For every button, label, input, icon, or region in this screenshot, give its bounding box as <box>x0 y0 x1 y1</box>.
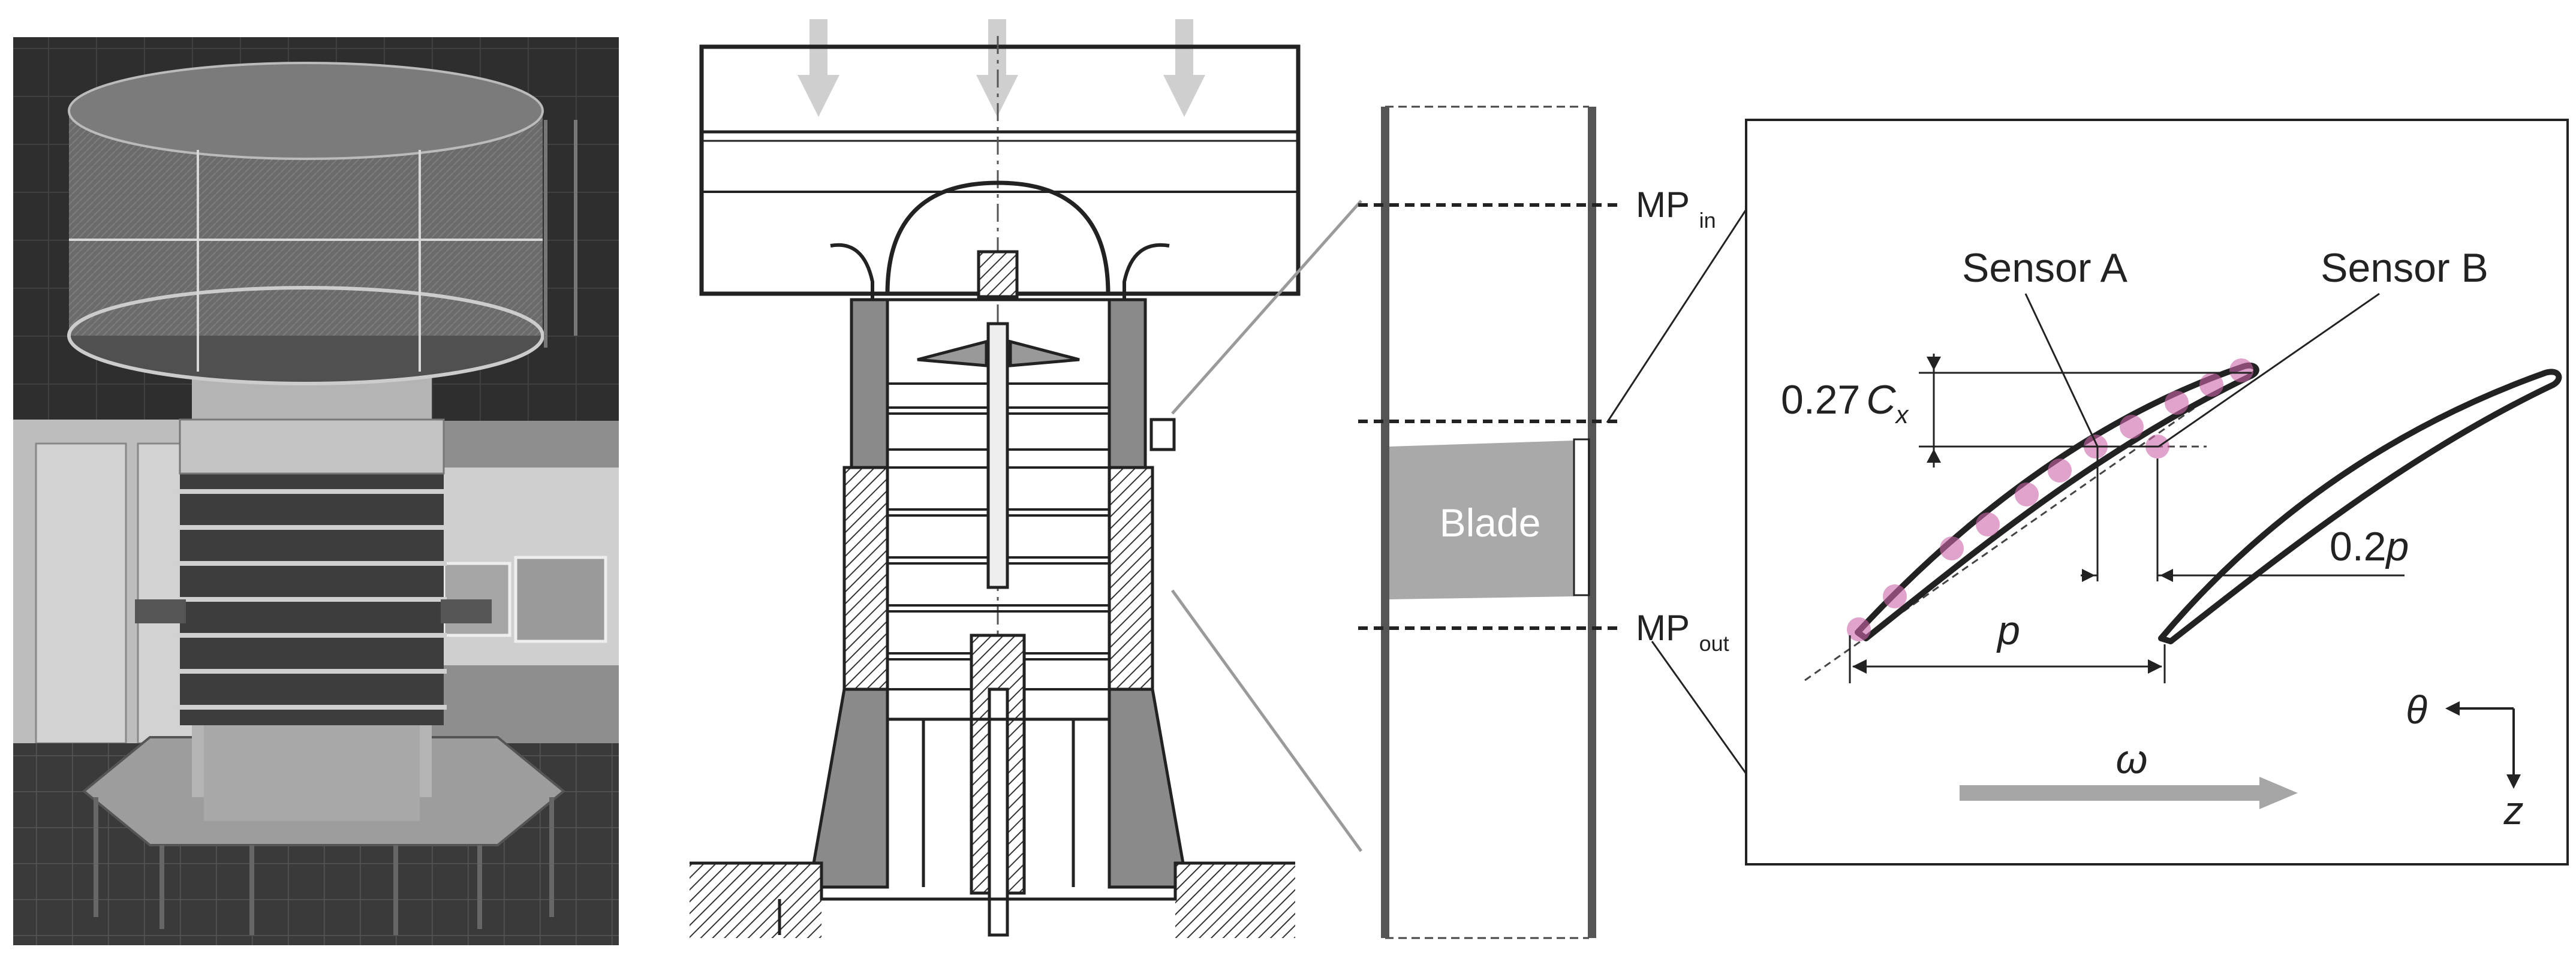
sensor-a-leader <box>2024 293 2099 447</box>
chord-offset-sub: x <box>1894 400 1909 429</box>
z-arrowhead <box>2506 774 2521 789</box>
rotation-arrow <box>1960 777 2298 809</box>
sensor-marker <box>1976 512 2000 536</box>
zoom-lines-2 <box>1606 206 1749 777</box>
sensor-marker <box>1883 584 1907 608</box>
zoom-lines-1 <box>1170 200 1363 852</box>
mp-in-label: MP in <box>1636 185 1716 233</box>
sensor-marker <box>2165 391 2189 415</box>
coordinate-axes <box>2455 707 2515 779</box>
dim-arrow-up <box>1927 357 1941 370</box>
sensor-marker <box>2015 482 2039 506</box>
sensor-spacing-symbol: p <box>2385 524 2409 569</box>
sensor-a-label: Sensor A <box>1962 245 2128 291</box>
pitch-arrow-right <box>2148 659 2162 674</box>
mp-in-sub: in <box>1699 208 1716 233</box>
sensor-b-leader <box>2158 292 2380 448</box>
dim-arrow-down <box>1927 449 1941 463</box>
rig-section-drawing <box>690 19 1301 938</box>
mp-in-main: MP <box>1636 185 1689 225</box>
sensor-marker <box>2048 459 2072 482</box>
omega-label: ω <box>2116 737 2148 782</box>
pitch-arrow-left <box>1852 659 1867 674</box>
spacing-arrow-left <box>2082 569 2095 582</box>
pitch-label: p <box>1996 608 2020 653</box>
sensor-b-label: Sensor B <box>2321 245 2488 291</box>
blade-b-airfoil <box>2158 369 2562 644</box>
channel-hub-wall <box>1381 107 1389 938</box>
channel-detail: Blade MP in MP out <box>1358 105 1729 939</box>
mp-out-sub: out <box>1699 631 1729 656</box>
rig-photo <box>13 37 619 945</box>
sensor-marker <box>1940 536 1964 560</box>
z-label: z <box>2503 788 2524 833</box>
chord-offset-coef: 0.27 <box>1781 377 1860 423</box>
sensor-spacing-dimension <box>2081 447 2405 581</box>
theta-arrowhead <box>2445 701 2460 716</box>
theta-label: θ <box>2406 687 2427 732</box>
mp-out-main: MP <box>1636 608 1689 648</box>
sensor-spacing-label: 0.2p <box>2330 524 2409 569</box>
sensor-marker <box>2120 415 2144 439</box>
probe-window <box>1573 438 1590 596</box>
blade-shape <box>1389 441 1574 599</box>
channel-casing-wall <box>1588 107 1596 938</box>
sensor-spacing-coef: 0.2 <box>2330 524 2387 569</box>
chord-line-a <box>1804 366 2254 681</box>
inflow-arrows <box>798 19 1205 117</box>
sensor-marker <box>2199 373 2223 397</box>
sensor-marker <box>2229 358 2253 382</box>
spacing-arrow-right <box>2160 569 2173 582</box>
pitch-dimension <box>1849 635 2166 683</box>
sensor-marker <box>1847 617 1871 641</box>
mp-out-label: MP out <box>1636 608 1729 656</box>
blade-label: Blade <box>1440 500 1541 545</box>
chord-offset-symbol: C <box>1866 377 1896 423</box>
